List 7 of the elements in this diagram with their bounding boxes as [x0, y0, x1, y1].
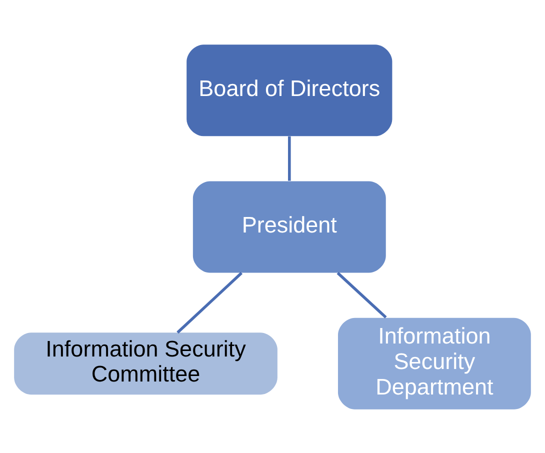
node-box: Information Security Department	[338, 317, 531, 409]
connector	[176, 271, 243, 334]
connector	[336, 271, 387, 318]
node-box: President	[192, 180, 386, 272]
node-box: Board of Directors	[186, 44, 392, 136]
node-box: Information Security Committee	[14, 332, 278, 394]
connector	[288, 136, 291, 180]
